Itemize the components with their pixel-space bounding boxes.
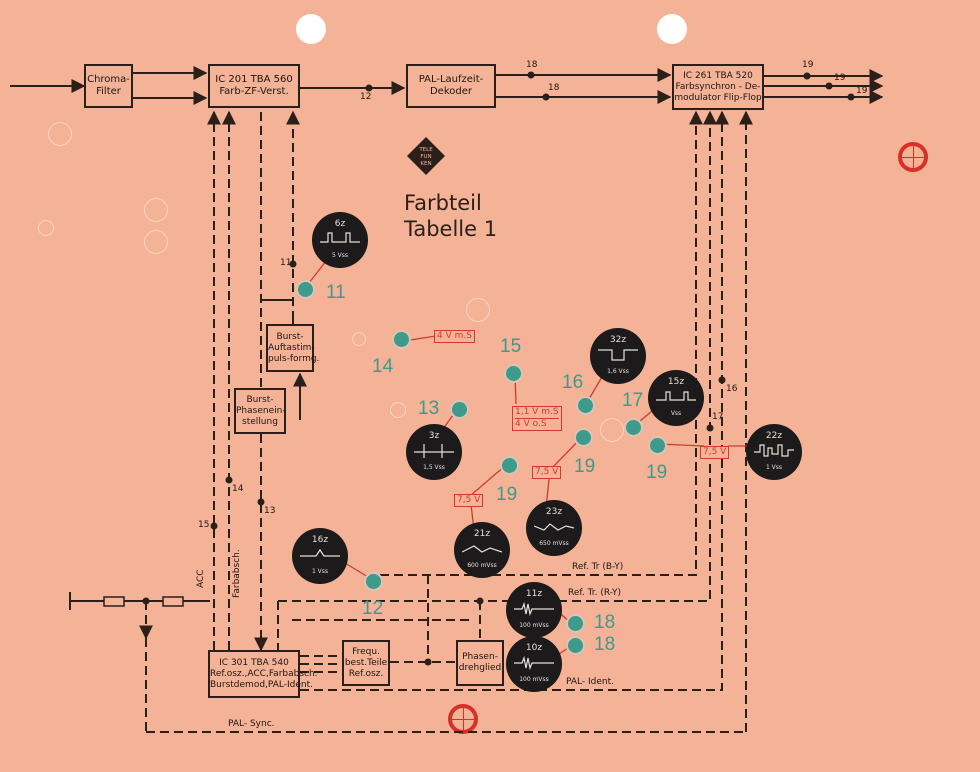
waveform [754,444,794,457]
testpoint-label: 19 [496,484,518,505]
wire-label: 19 [834,73,846,83]
testpoint-label: 11 [326,282,346,303]
logo-text: KEN [420,161,431,167]
registration-mark [898,142,928,172]
wire-label: 15 [198,520,210,530]
scope-10z: 10z 100 mVss [506,636,562,692]
waveform [514,601,554,617]
testpoint-11 [296,280,315,299]
wire-label: 18 [548,83,560,93]
scope-23z: 23z 650 mVss [526,500,582,556]
embossed-ring [38,220,54,236]
wire-label-farbabsch: Farbabsch. [232,549,242,598]
waveform [598,349,638,361]
waveform [534,523,574,531]
voltage-box: 1,1 V m.S 4 V o.S [512,406,562,431]
sheet-title: Farbteil Tabelle 1 [404,191,498,241]
wire-label: 16 [726,384,738,394]
testpoint-18-a [566,614,585,633]
burst-phase-block: Burst-Phasenein-stellung [234,388,286,434]
testpoint-label: 16 [562,372,584,393]
testpoint-17 [624,418,643,437]
wire-label: 19 [856,86,868,96]
testpoint-label: 19 [574,456,596,477]
wire-label-pal-ident: PAL- Ident. [566,677,614,687]
embossed-ring [144,198,168,222]
phase-shifter-block: Phasen-drehglied [456,640,504,686]
testpoint-15 [504,364,523,383]
testpoint-14 [392,330,411,349]
logo-text: FUN [420,154,431,160]
telefunken-logo: TELE FUN KEN [407,137,445,175]
testpoint-label: 13 [418,398,440,419]
wire-label: 18 [526,60,538,70]
scope-11z: 11z 100 mVss [506,582,562,638]
waveform [462,545,502,553]
punch-hole [657,14,687,44]
pal-delay-block: PAL-Laufzeit-Dekoder [406,64,496,108]
scope-3z: 3z 1,5 Vss [406,424,462,480]
testpoint-label: 17 [622,390,644,411]
voltage-box: 7,5 V [454,494,484,507]
wire-label: 17 [712,412,724,422]
burst-pulse-block: Burst-Auftastim-puls-formg. [266,324,319,372]
wire-label: 11 [280,258,292,268]
testpoint-19-b [574,428,593,447]
testpoint-label: 18 [594,612,616,633]
wire-label: 13 [264,506,276,516]
testpoint-label: 14 [372,356,394,377]
waveform [656,391,696,401]
logo-text: TELE [418,147,433,153]
wire-label-ref-by: Ref. Tr (B-Y) [572,562,624,572]
wire-label: 14 [232,484,244,494]
wire-label-acc: ACC [196,569,206,588]
waveform [514,655,554,671]
testpoint-19-c [648,436,667,455]
chroma-filter-block: Chroma-Filter [84,64,133,108]
embossed-ring [466,298,490,322]
scope-22z: 22z 1 Vss [746,424,802,480]
embossed-ring [600,418,624,442]
punch-hole [296,14,326,44]
waveform [300,548,340,557]
wire-label: 19 [802,60,814,70]
waveform [414,444,454,458]
embossed-ring [144,230,168,254]
testpoint-label: 19 [646,462,668,483]
scope-32z: 32z 1,6 Vss [590,328,646,384]
testpoint-label: 18 [594,634,616,655]
scope-16z: 16z 1 Vss [292,528,348,584]
scope-15z: 15z Vss [648,370,704,426]
scope-6z: 6z 5 Vss [312,212,368,268]
testpoint-19-a [500,456,519,475]
embossed-ring [48,122,72,146]
embossed-ring [390,402,406,418]
wire-label-ref-ry: Ref. Tr. (R-Y) [568,588,621,598]
testpoint-12 [364,572,383,591]
voltage-box: 4 V m.S [434,330,475,343]
embossed-ring [352,332,366,346]
waveform [320,232,360,243]
testpoint-18-b [566,636,585,655]
testpoint-13 [450,400,469,419]
testpoint-16 [576,396,595,415]
wire-label-pal-sync: PAL- Sync. [228,719,275,729]
testpoint-label: 12 [362,598,384,619]
scope-21z: 21z 600 mVss [454,522,510,578]
testpoint-label: 15 [500,336,522,357]
wire-label: 12 [360,92,372,102]
voltage-box: 7,5 V [532,466,562,479]
voltage-box: 7,5 V [700,446,730,459]
